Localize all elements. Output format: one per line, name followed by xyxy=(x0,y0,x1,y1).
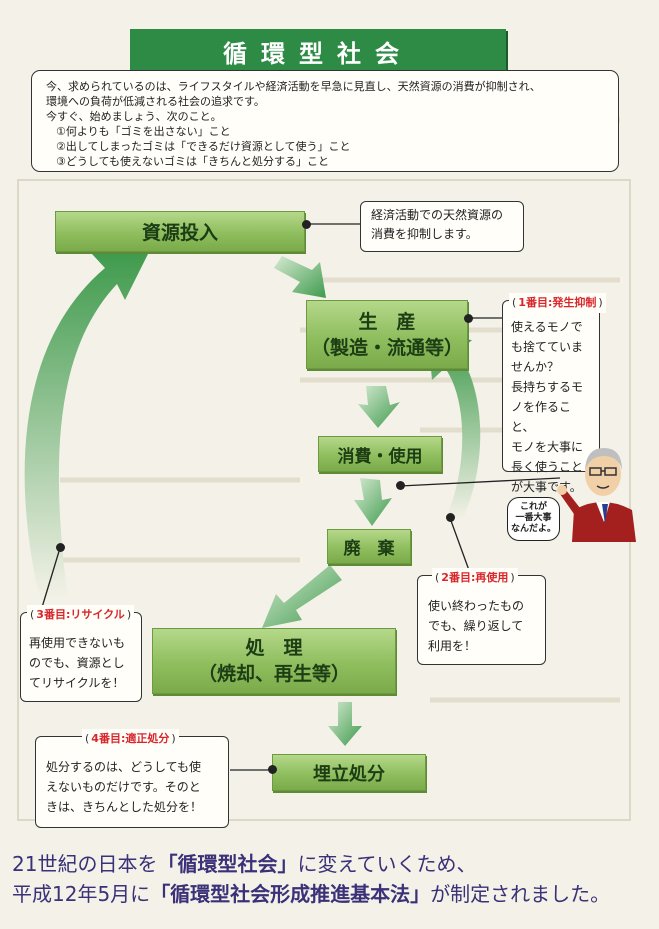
note-line: 消費を抑制します。 xyxy=(371,227,478,241)
intro-line: 環境への負荷が低減される社会の追求です。 xyxy=(46,95,265,108)
footer-text: 21世紀の日本を xyxy=(12,852,158,876)
note-line: 利用を！ xyxy=(428,639,477,653)
note-line: のでも、資源とし xyxy=(29,656,125,670)
stage-landfill: 埋立処分 xyxy=(272,754,426,791)
note-tag: 4番目:適正処分 xyxy=(82,729,179,749)
note-line: ノを作ること、 xyxy=(511,400,572,434)
arrow-shohi-haiki xyxy=(354,478,392,526)
intro-item: ③どうしても使えないゴミは「きちんと処分する」こと xyxy=(56,155,329,168)
arrow-shori-umetate xyxy=(328,702,362,746)
arrow-seisan-shohi xyxy=(358,386,400,428)
stage-sublabel: （焼却、再生等） xyxy=(197,663,350,685)
note-tag: 1番目:発生抑制 xyxy=(509,293,606,313)
note-line: 処分するのは、どうしても使 xyxy=(46,760,202,774)
footer-line-2: 平成12年5月に「循環型社会形成推進基本法」が制定されました。 xyxy=(12,878,610,907)
intro-box: 今、求められているのは、ライフスタイルや経済活動を早急に見直し、天然資源の消費が… xyxy=(31,70,619,172)
footer-emphasis: 「循環型社会」 xyxy=(157,852,298,876)
stage-label: 廃 棄 xyxy=(343,539,395,559)
connector-dot xyxy=(302,220,311,229)
note-line: きは、きちんとした処分を！ xyxy=(46,800,203,814)
note-line: モノを大事に xyxy=(511,440,584,454)
bubble-line: これが xyxy=(519,502,547,512)
note-tag: 3番目:リサイクル xyxy=(27,605,135,625)
stage-label: 資源投入 xyxy=(141,222,218,244)
note-line: も捨てていま xyxy=(511,340,584,354)
intro-line: 今すぐ、始めましょう、次のこと。 xyxy=(46,110,222,123)
note-line: 使えるモノで xyxy=(511,320,583,334)
note-line: せんか？ xyxy=(511,360,560,374)
connector-dot xyxy=(446,513,455,522)
note-line: でも、繰り返して xyxy=(428,619,524,633)
stage-treatment: 処 理 （焼却、再生等） xyxy=(152,628,396,694)
connector-dot xyxy=(56,543,65,552)
note-line: 経済活動での天然資源の xyxy=(371,208,504,222)
footer-text: が制定されました。 xyxy=(430,882,611,906)
teacher-illustration xyxy=(557,448,636,542)
stage-resource-input: 資源投入 xyxy=(55,211,305,252)
connector-dot xyxy=(268,765,277,774)
speech-bubble: これが 一番大事 なんだよ。 xyxy=(507,497,560,541)
stage-disposal: 廃 棄 xyxy=(327,529,411,564)
footer-emphasis: 「循環型社会形成推進基本法」 xyxy=(150,882,431,906)
note-reuse: 2番目:再使用 使い終わったもの でも、繰り返して 利用を！ xyxy=(417,568,546,665)
stage-label: 埋立処分 xyxy=(313,763,385,785)
intro-item: ①何よりも「ゴミを出さない」こと xyxy=(56,125,231,138)
bubble-line: なんだよ。 xyxy=(510,524,556,534)
return-arrow-large xyxy=(24,250,150,600)
arrow-shigen-seisan xyxy=(274,256,326,298)
note-line: 再使用できないも xyxy=(29,636,126,650)
note-reduce: 1番目:発生抑制 使えるモノで も捨てていま せんか？ 長持ちするモ ノを作るこ… xyxy=(502,293,606,494)
page-title: 循環型社会 xyxy=(130,29,506,74)
note-line: 長持ちするモ xyxy=(511,380,584,394)
note-line: 長く使うこと xyxy=(511,460,584,474)
return-arrow-reuse xyxy=(428,336,481,520)
note-proper-disposal: 4番目:適正処分 処分するのは、どうしても使 えないものだけです。そのと きは、… xyxy=(35,729,229,828)
note-tag: 2番目:再使用 xyxy=(432,568,518,588)
arrow-haiki-shori xyxy=(262,565,342,628)
footer-text: 平成12年5月に xyxy=(12,882,151,906)
stage-label: 生 産 xyxy=(358,310,416,333)
intro-line: 今、求められているのは、ライフスタイルや経済活動を早急に見直し、天然資源の消費が… xyxy=(46,80,541,93)
bubble-line: 一番大事 xyxy=(515,513,552,523)
connector-dot xyxy=(396,481,405,490)
note-line: えないものだけです。そのと xyxy=(46,780,201,794)
stage-production: 生 産 （製造・流通等） xyxy=(306,300,468,369)
stage-label: 消費・使用 xyxy=(337,446,423,467)
footer-text: に変えていくため、 xyxy=(297,852,477,876)
note-resource-input: 経済活動での天然資源の 消費を抑制します。 xyxy=(360,201,524,252)
stage-sublabel: （製造・流通等） xyxy=(310,336,463,359)
footer-line-1: 21世紀の日本を「循環型社会」に変えていくため、 xyxy=(12,848,476,877)
note-line: 使い終わったもの xyxy=(428,599,525,613)
note-line: てリサイクルを！ xyxy=(29,676,125,690)
stage-consumption: 消費・使用 xyxy=(318,436,442,472)
stage-label: 処 理 xyxy=(245,637,303,659)
connector-dot xyxy=(464,314,473,323)
intro-item: ②出してしまったゴミは「できるだけ資源として使う」こと xyxy=(56,140,351,153)
note-recycle: 3番目:リサイクル 再使用できないも のでも、資源とし てリサイクルを！ xyxy=(20,605,142,702)
